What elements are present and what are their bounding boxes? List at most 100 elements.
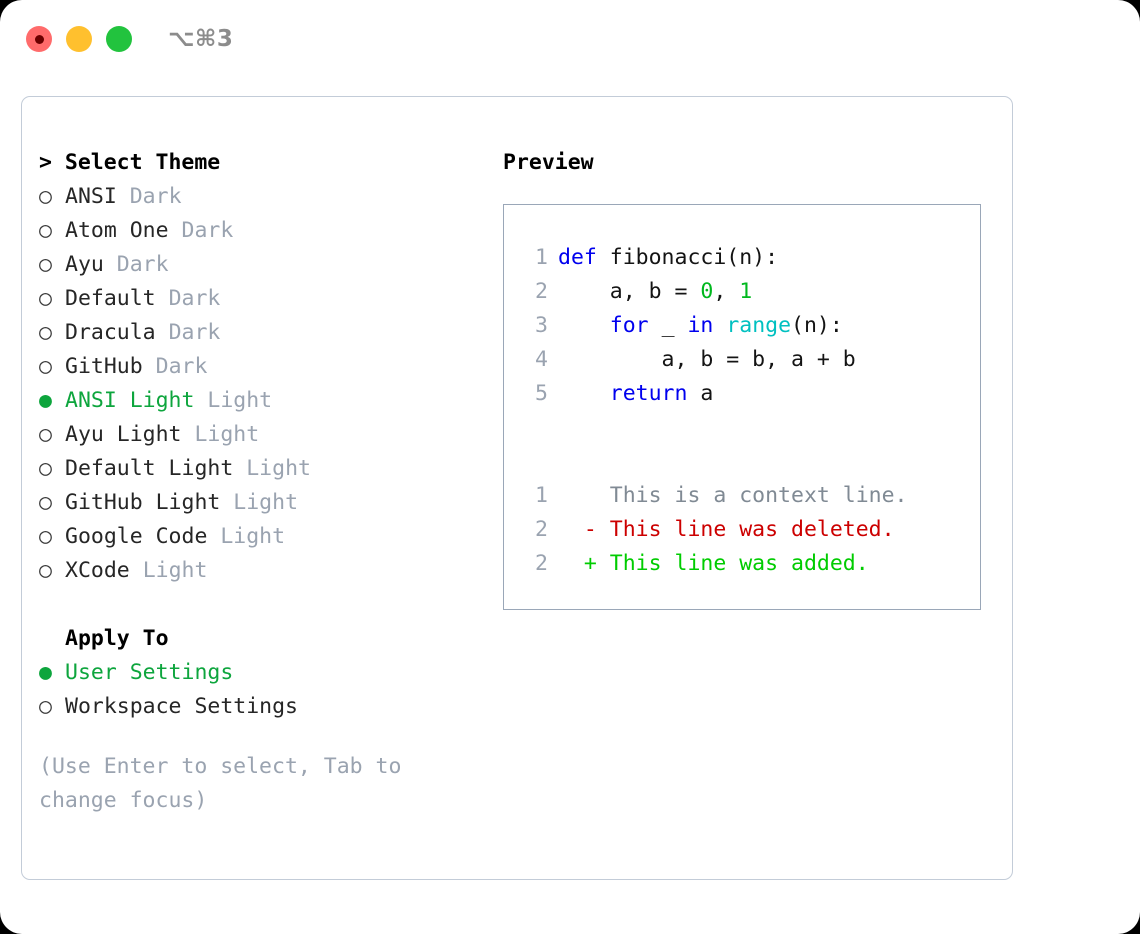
radio-unselected-icon: ○	[39, 286, 52, 311]
code-token-plain: a	[687, 381, 714, 406]
code-line: 2 a, b = 0, 1	[504, 275, 980, 309]
radio-selected-icon: ●	[39, 660, 52, 685]
radio-unselected-icon: ○	[39, 320, 52, 345]
radio-unselected-icon: ○	[39, 218, 52, 243]
theme-variant-label: Light	[233, 490, 299, 515]
theme-list-item[interactable]: ○ XCode Light	[39, 554, 489, 588]
theme-list-item[interactable]: ○ ANSI Dark	[39, 180, 489, 214]
theme-gap	[233, 456, 246, 481]
theme-gap	[194, 388, 207, 413]
theme-name: Ayu	[65, 252, 104, 277]
theme-list-item[interactable]: ○GitHub Light Light	[39, 486, 489, 520]
theme-list-item[interactable]: ○Dracula Dark	[39, 316, 489, 350]
apply-to-label: Workspace Settings	[65, 694, 298, 719]
theme-variant-label: Dark	[155, 354, 208, 379]
theme-name: ANSI Light	[65, 388, 195, 413]
theme-name: Default Light	[65, 456, 234, 481]
theme-name: Ayu Light	[65, 422, 182, 447]
theme-name: GitHub	[65, 354, 143, 379]
diff-line: 1 This is a context line.	[504, 479, 980, 513]
theme-list-item[interactable]: ○Ayu Dark	[39, 248, 489, 282]
theme-gap	[182, 422, 195, 447]
radio-unselected-icon: ○	[39, 558, 52, 583]
close-button[interactable]	[26, 26, 52, 52]
apply-to-header: Apply To	[39, 622, 489, 656]
apply-to-label: User Settings	[65, 660, 234, 685]
radio-unselected-icon: ○	[39, 354, 52, 379]
line-number: 1	[535, 245, 548, 270]
maximize-button[interactable]	[106, 26, 132, 52]
theme-name: ANSI	[65, 184, 117, 209]
theme-gap	[117, 184, 130, 209]
radio-unselected-icon: ○	[39, 456, 52, 481]
diff-line: 2 + This line was added.	[504, 547, 980, 581]
code-token-plain: a, b =	[558, 279, 701, 304]
theme-variant-label: Light	[246, 456, 311, 481]
code-line-text: return a	[548, 377, 714, 411]
diff-line-text: + This line was added.	[558, 551, 869, 576]
radio-unselected-icon: ○	[39, 490, 52, 515]
theme-variant-label: Dark	[129, 184, 182, 209]
line-number: 2	[535, 279, 548, 304]
apply-to-header-indent	[39, 622, 65, 656]
code-diff-spacer-2	[504, 445, 980, 479]
theme-gap	[169, 218, 182, 243]
radio-unselected-icon: ○	[39, 184, 52, 209]
diff-line-text: This is a context line.	[558, 483, 908, 508]
diff-line: 2 - This line was deleted.	[504, 513, 980, 547]
theme-gap	[207, 524, 220, 549]
code-diff-spacer	[504, 411, 980, 445]
theme-list-item[interactable]: ○Ayu Light Light	[39, 418, 489, 452]
theme-gap	[156, 286, 169, 311]
theme-list-item[interactable]: ○ GitHub Dark	[39, 350, 489, 384]
theme-list-item[interactable]: ○ Default Dark	[39, 282, 489, 316]
content-frame: > Select Theme ○ANSI Dark○Atom One Dark○…	[21, 96, 1013, 880]
theme-list-item[interactable]: ○Google Code Light	[39, 520, 489, 554]
code-token-fn: range	[726, 313, 792, 338]
theme-gap	[220, 490, 233, 515]
theme-gap	[143, 354, 156, 379]
code-line-text: for _ in range(n):	[548, 309, 843, 343]
code-token-num: 1	[739, 279, 753, 304]
code-line: 5 return a	[504, 377, 980, 411]
theme-variant-label: Dark	[168, 320, 221, 345]
theme-gap	[104, 252, 117, 277]
theme-list: ○ANSI Dark○Atom One Dark○Ayu Dark○Defaul…	[39, 180, 489, 588]
keyboard-hint-text: (Use Enter to select, Tab to change focu…	[39, 754, 402, 813]
apply-to-item[interactable]: ○ Workspace Settings	[39, 690, 489, 724]
theme-gap	[156, 320, 169, 345]
code-token-num: 0	[700, 279, 714, 304]
radio-selected-icon: ●	[39, 388, 52, 413]
titlebar: ⌥⌘3	[0, 0, 1140, 78]
recording-indicator-icon	[34, 34, 44, 44]
code-token-plain	[713, 313, 726, 338]
code-line-text: a, b = b, a + b	[548, 343, 856, 377]
code-token-kw: for	[609, 313, 649, 338]
code-token-plain: (n):	[791, 313, 843, 338]
minimize-button[interactable]	[66, 26, 92, 52]
code-token-plain: ,	[713, 279, 740, 304]
apply-to-list: ● User Settings ○ Workspace Settings	[39, 656, 489, 724]
theme-variant-label: Light	[220, 524, 286, 549]
theme-variant-label: Light	[207, 388, 273, 413]
theme-name: XCode	[65, 558, 130, 583]
diff-line-number: 1	[535, 483, 548, 508]
code-token-kw: def	[558, 245, 610, 270]
code-token-plain: _	[648, 313, 688, 338]
diff-line-number: 2	[535, 551, 548, 576]
radio-unselected-icon: ○	[39, 694, 52, 719]
theme-list-item[interactable]: ○ Default Light Light	[39, 452, 489, 486]
window-controls	[26, 26, 132, 52]
code-line-text: a, b = 0, 1	[548, 275, 752, 309]
apply-to-item[interactable]: ● User Settings	[39, 656, 489, 690]
theme-variant-label: Dark	[168, 286, 221, 311]
code-token-plain	[558, 313, 610, 338]
theme-name: Default	[65, 286, 156, 311]
theme-list-item[interactable]: ○Atom One Dark	[39, 214, 489, 248]
theme-variant-label: Light	[142, 558, 208, 583]
theme-list-item[interactable]: ● ANSI Light Light	[39, 384, 489, 418]
